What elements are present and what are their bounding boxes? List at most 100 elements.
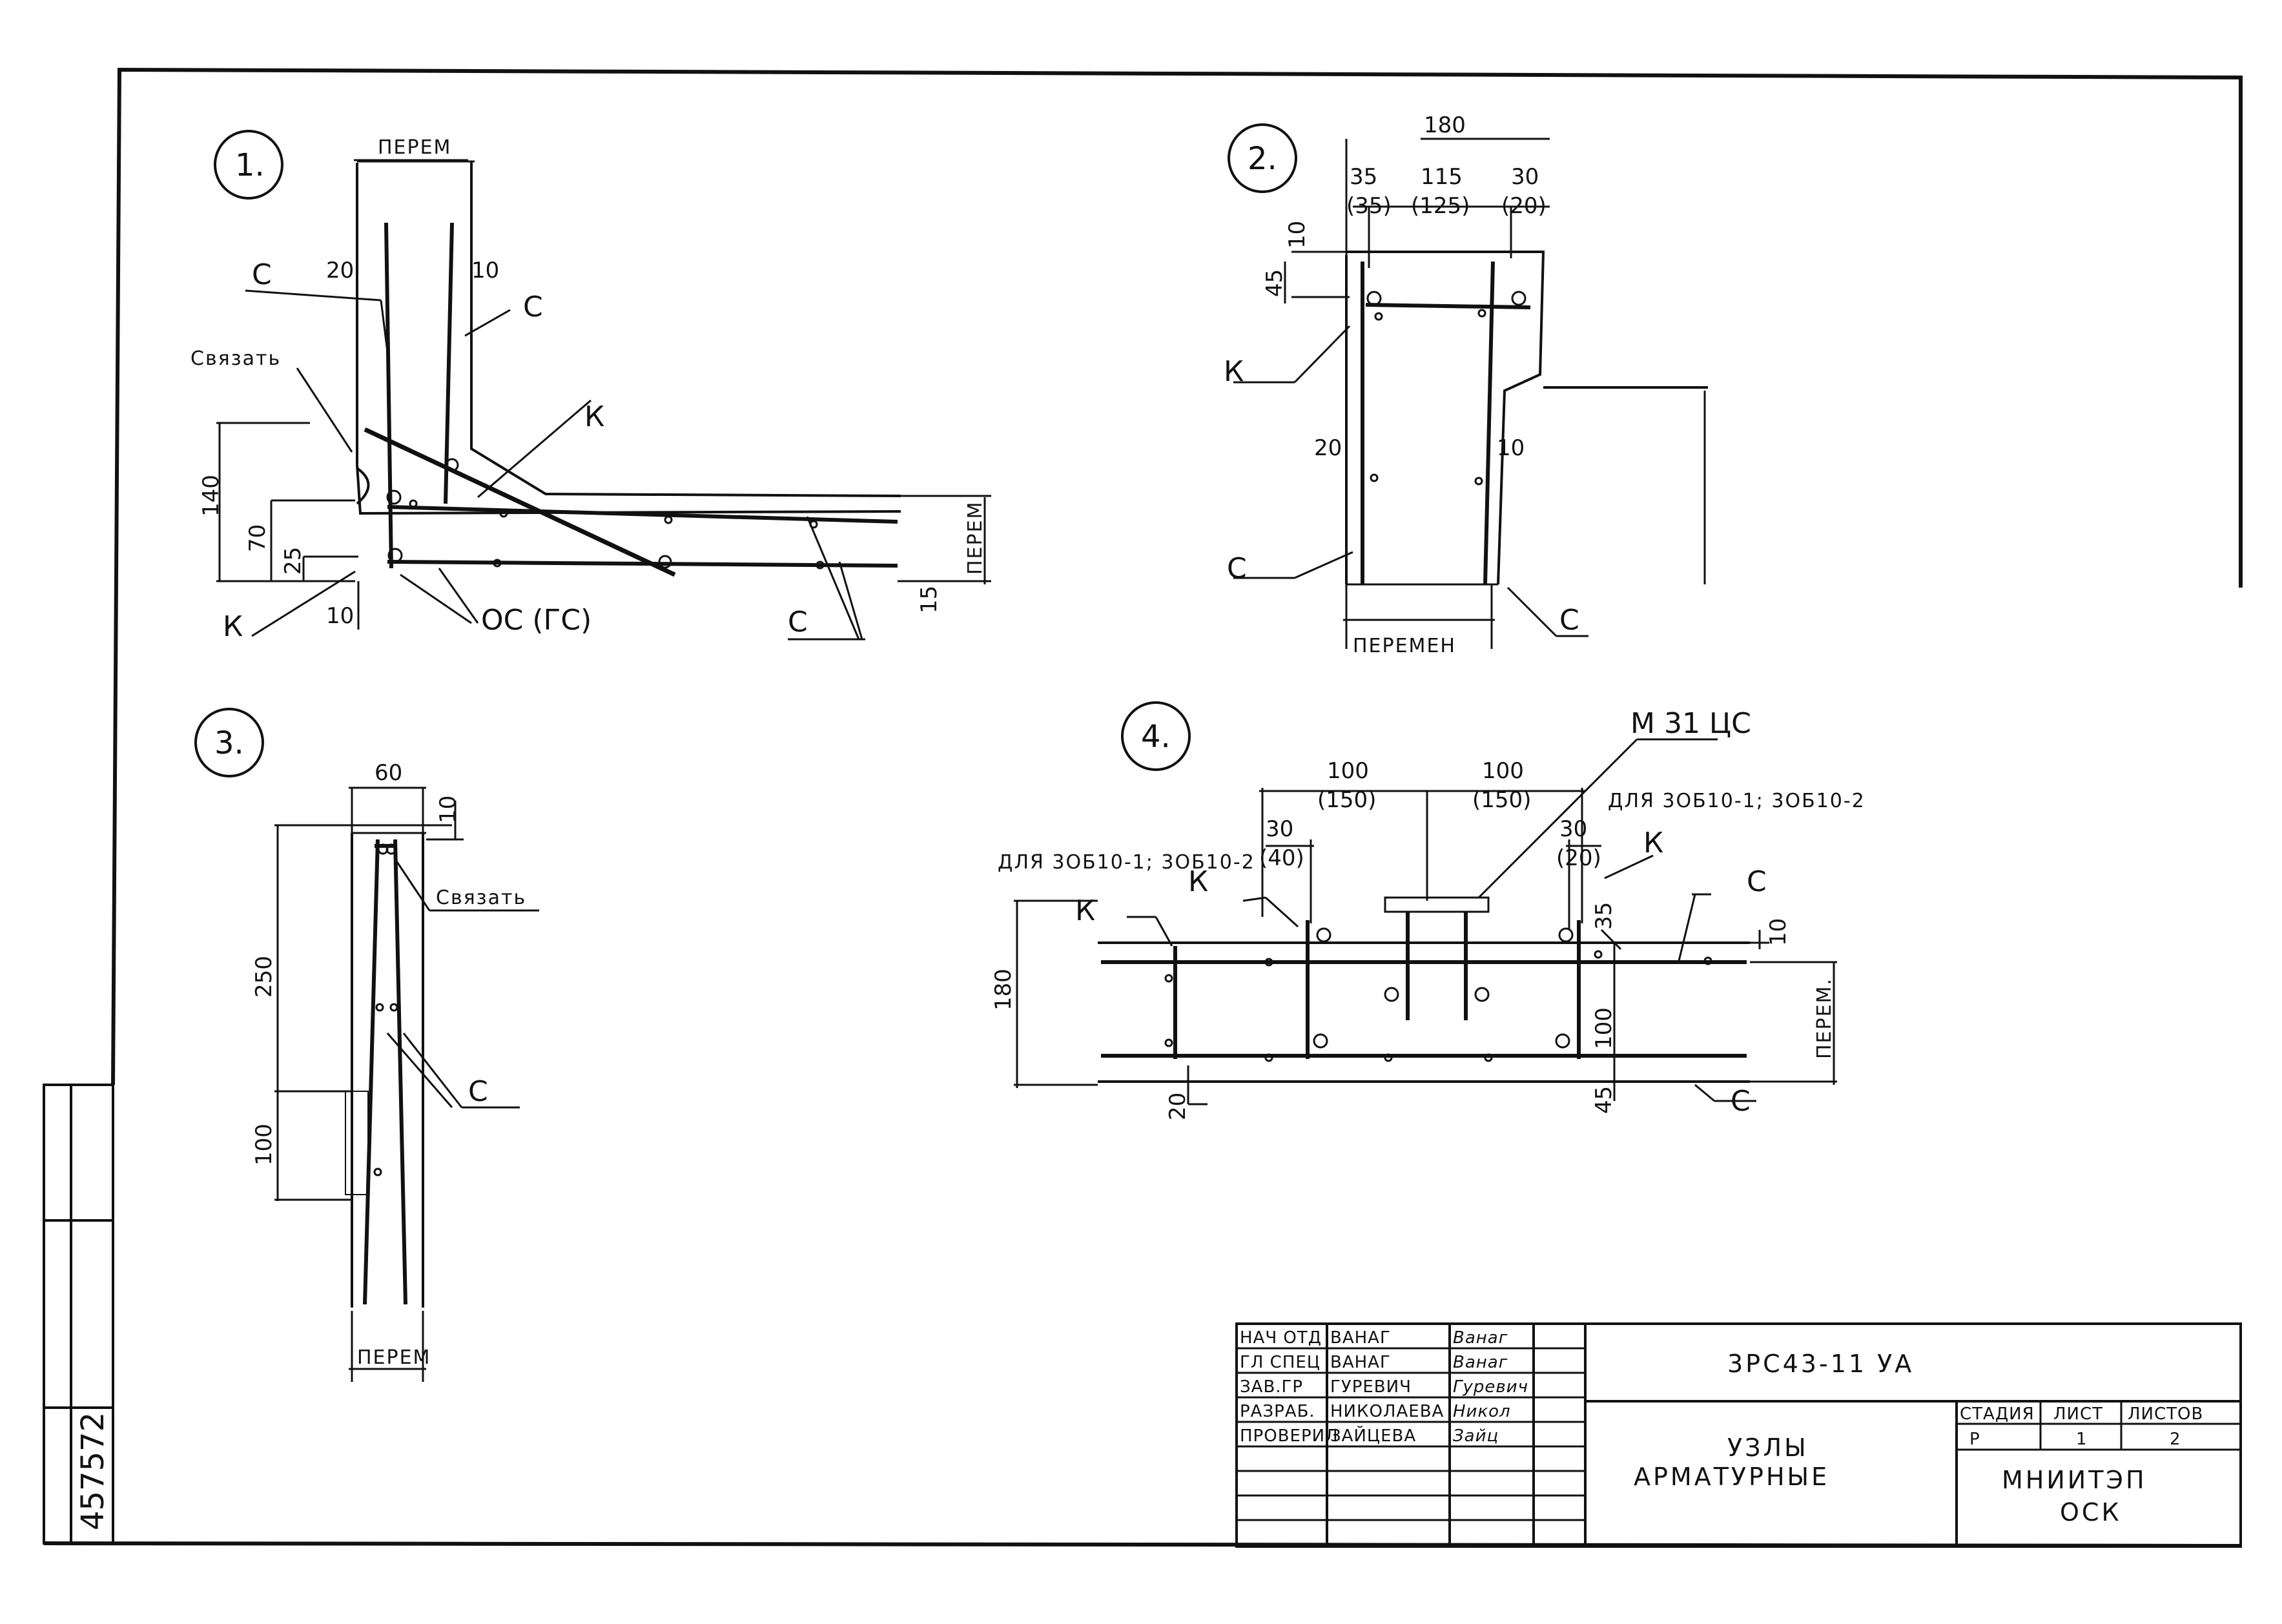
detail-4-label-k1: К [1075,894,1095,927]
detail-1-label-k2: К [223,610,243,643]
tb-name-3: ГУРЕВИЧ [1330,1377,1412,1397]
detail-4-dim-right: ПЕРЕМ. [1813,978,1836,1059]
detail-4-label-c2: С [1731,1085,1751,1118]
detail-4-dim-100b: 100 [1482,758,1524,784]
tb-title-line2: АРМАТУРНЫЕ [1634,1463,1829,1491]
detail-4-dim-30b: 30 [1559,816,1587,842]
detail-4: 4. [991,701,1866,1120]
detail-1-dim-140: 140 [198,475,224,517]
detail-3-dim-250: 250 [251,956,277,998]
detail-1-label-os: ОС (ГС) [481,604,591,637]
detail-1-bar-sections [386,458,825,570]
detail-3-label-tie: Связать [436,887,526,909]
detail-1-rebars [364,222,898,577]
detail-4-rebars [1101,912,1747,1059]
detail-3-dim-100: 100 [251,1124,277,1166]
detail-4-dim-30a: 30 [1266,816,1293,842]
title-block: НАЧ ОТД ВАНАГ Ванаг ГЛ СПЕЦ ВАНАГ Ванаг … [1235,1322,2242,1548]
detail-2-dim-35: 35 [1350,164,1377,190]
detail-2: 2. [1224,112,1708,657]
detail-1: 1. [190,130,991,643]
detail-1-label-c3: С [788,606,808,639]
detail-3-rebars [363,839,407,1305]
tb-sheets-header: ЛИСТОВ [2128,1404,2203,1424]
detail-1-dim-15: 15 [916,586,942,613]
detail-1-dim-25: 25 [280,547,306,575]
detail-1-dimension-lines [216,159,991,641]
detail-4-dim-45: 45 [1591,1086,1617,1114]
tb-title-line1: УЗЛЫ [1727,1434,1809,1462]
detail-1-dim-left-inner: 20 [326,258,354,283]
detail-1-label-c1: С [252,258,272,291]
detail-3-dim-10: 10 [435,796,461,823]
detail-2-dim-10: 10 [1284,221,1310,249]
tb-role-2: ГЛ СПЕЦ [1240,1353,1321,1372]
detail-4-dim-20: 20 [1165,1093,1191,1120]
detail-2-dimension-lines [1233,138,1706,649]
detail-4-dim-40: (40) [1259,845,1304,871]
detail-2-concrete-outline [1345,251,1708,586]
tb-org-line1: МНИИТЭП [2002,1466,2147,1494]
detail-4-bar-sections [1164,927,1712,1062]
detail-2-dim-20: 20 [1314,435,1342,461]
detail-1-dim-70: 70 [245,524,271,552]
detail-4-dim-150b: (150) [1472,787,1531,813]
detail-1-label-k1: К [584,400,604,433]
detail-4-dim-150a: (150) [1317,787,1376,813]
detail-4-dim-100a: 100 [1327,758,1369,784]
detail-1-dim-right-inner: 10 [471,258,499,283]
detail-3-concrete-outline [345,832,426,1308]
detail-4-label-for-left: ДЛЯ 3ОБ10-1; 3ОБ10-2 [998,851,1255,874]
detail-2-dim-30: 30 [1511,164,1539,190]
tb-org-line2: ОСК [2060,1498,2121,1526]
detail-2-dim-bottom: ПЕРЕМЕН [1353,635,1456,657]
detail-1-number: 1. [235,147,265,183]
detail-4-label-for-right: ДЛЯ 3ОБ10-1; 3ОБ10-2 [1608,790,1866,812]
detail-4-dimension-lines [1014,738,1837,1105]
detail-3-number: 3. [214,725,244,761]
inventory-number: 457572 [75,1412,111,1530]
detail-3-dimension-lines [274,786,539,1382]
detail-4-dim-35: 35 [1591,902,1617,930]
tb-role-5: ПРОВЕРИЛ [1240,1426,1339,1446]
tb-sign-3: Гуревич [1453,1377,1528,1397]
detail-4-label-k2: К [1188,865,1208,898]
detail-3-dim-bottom: ПЕРЕМ [357,1346,431,1369]
detail-4-label-m: М 31 ЦС [1630,707,1751,740]
tb-sign-4: Никол [1453,1402,1511,1421]
detail-4-concrete-outline [1098,896,1750,1083]
detail-1-dim-top: ПЕРЕМ [378,136,451,159]
tb-role-4: РАЗРАБ. [1240,1402,1315,1421]
tb-role-3: ЗАВ.ГР [1240,1377,1303,1397]
detail-1-label-c2: С [523,291,543,324]
detail-4-dim-100: 100 [1591,1007,1617,1049]
detail-3-marker [194,708,264,777]
tb-stage: Р [1969,1430,1980,1449]
tb-sign-5: Зайц [1453,1426,1499,1446]
detail-3: 3. [194,708,539,1382]
tb-name-1: ВАНАГ [1330,1328,1391,1348]
detail-4-number: 4. [1141,719,1171,755]
detail-2-dim-20b: (20) [1501,193,1547,219]
detail-1-label-tie: Связать [190,347,281,370]
detail-2-dim-10r: 10 [1497,435,1525,461]
detail-2-number: 2. [1248,141,1277,177]
detail-4-dim-180: 180 [991,969,1016,1011]
detail-3-bar-sections [373,843,398,1177]
detail-2-dim-total: 180 [1424,112,1466,138]
detail-1-dim-10: 10 [326,603,354,629]
tb-name-4: НИКОЛАЕВА [1330,1402,1444,1421]
tb-name-2: ВАНАГ [1330,1353,1391,1372]
detail-2-marker [1228,123,1297,193]
detail-3-dim-width: 60 [375,760,402,786]
detail-1-concrete-outline [356,160,901,515]
tb-sheet: 1 [2076,1430,2088,1449]
tb-sheets: 2 [2170,1430,2181,1449]
title-block-grid [1235,1322,2242,1548]
detail-3-label-c: С [468,1075,488,1108]
detail-2-dim-35b: (35) [1346,193,1392,219]
tb-stage-header: СТАДИЯ [1960,1404,2035,1424]
detail-4-label-c1: С [1747,865,1767,898]
detail-2-dim-45: 45 [1262,269,1288,297]
